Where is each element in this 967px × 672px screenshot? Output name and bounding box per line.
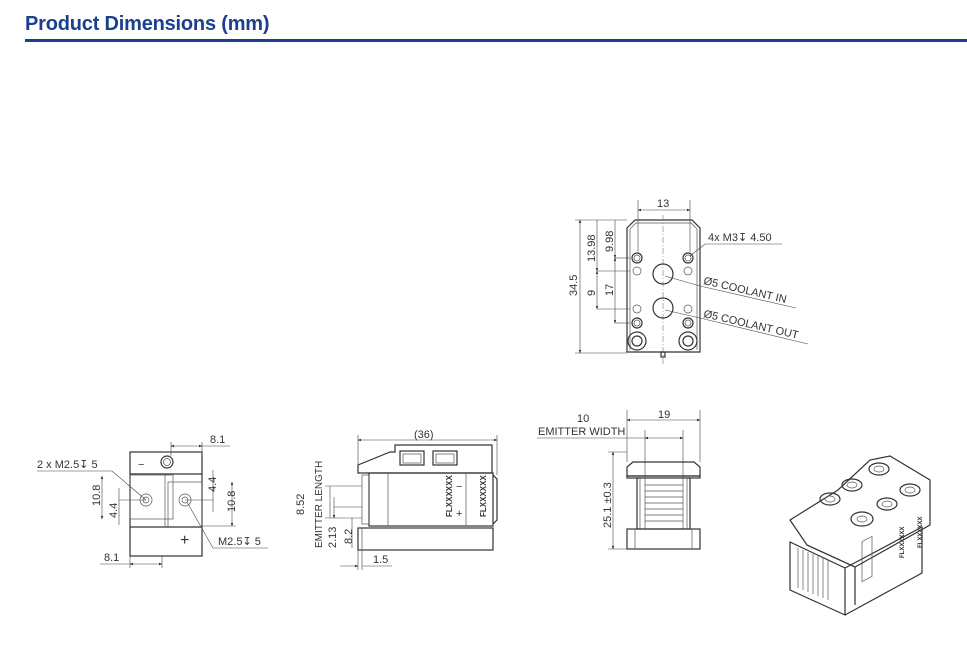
dim-height-25-1: 25.1 ±0.3 <box>602 482 614 528</box>
dim-left-4-4: 4.4 <box>108 503 120 518</box>
dim-bottom-8-1: 8.1 <box>104 552 119 564</box>
minus-sign: − <box>138 459 144 471</box>
callout-right-m2-5: M2.5↧ 5 <box>218 536 261 548</box>
dim-emitter-length: 8.52 <box>295 494 307 515</box>
dim-left-10-8: 10.8 <box>91 485 103 506</box>
dim-9-98: 9.98 <box>604 231 616 252</box>
dim-width: 13 <box>657 198 669 210</box>
dim-17: 17 <box>604 284 616 296</box>
dim-9: 9 <box>586 290 598 296</box>
dim-top-8-1: 8.1 <box>210 434 225 446</box>
title-underline <box>25 39 967 42</box>
dim-2-13: 2.13 <box>327 527 339 548</box>
callout-m3: 4x M3↧ 4.50 <box>708 232 772 244</box>
callout-coolant-out: Ø5 COOLANT OUT <box>702 308 799 342</box>
iso-terminals <box>819 462 921 527</box>
dim-right-4-4: 4.4 <box>207 477 219 492</box>
front-view-drawing: − + 8.1 8.1 10.8 4.4 4.4 10.8 2 x M2.5↧ … <box>37 434 268 568</box>
dim-height: 34.5 <box>568 275 580 296</box>
dim-13-98: 13.98 <box>586 234 598 262</box>
mounting-holes <box>627 252 698 351</box>
top-view-drawing: 13 34.5 13.98 9.98 9 17 4x M3↧ 4.50 Ø5 C… <box>568 198 809 365</box>
dim-8-2: 8.2 <box>343 529 355 544</box>
emitter-length-label: EMITTER LENGTH <box>314 461 325 548</box>
side-plus: + <box>456 508 462 520</box>
iso-part-label-1: FLXXXXXX <box>900 527 906 558</box>
dim-1-5: 1.5 <box>373 554 388 566</box>
callout-coolant-in: Ø5 COOLANT IN <box>702 275 787 306</box>
dim-length: (36) <box>414 429 434 441</box>
callout-left-m2-5: 2 x M2.5↧ 5 <box>37 459 98 471</box>
isometric-view-drawing: FLXXXXXX FLXXXXXX <box>789 455 931 616</box>
side-minus: − <box>456 481 462 493</box>
plus-sign: + <box>180 532 189 549</box>
dim-right-10-8: 10.8 <box>226 491 238 512</box>
emitter-width-label: EMITTER WIDTH <box>538 426 625 438</box>
end-view-drawing: 19 10 EMITTER WIDTH 25.1 ±0.3 <box>537 409 701 550</box>
part-label-1: FLXXXXXX <box>445 475 454 517</box>
part-label-2: FLXXXXXX <box>479 475 488 517</box>
iso-part-label-2: FLXXXXXX <box>918 517 924 548</box>
emitter-width-value: 10 <box>577 413 589 425</box>
side-view-drawing: FLXXXXXX FLXXXXXX − + (36) 8.52 EMITTER … <box>295 429 498 570</box>
dim-width-19: 19 <box>658 409 670 421</box>
emitter-fins <box>644 478 684 529</box>
page-title: Product Dimensions (mm) <box>25 13 270 35</box>
